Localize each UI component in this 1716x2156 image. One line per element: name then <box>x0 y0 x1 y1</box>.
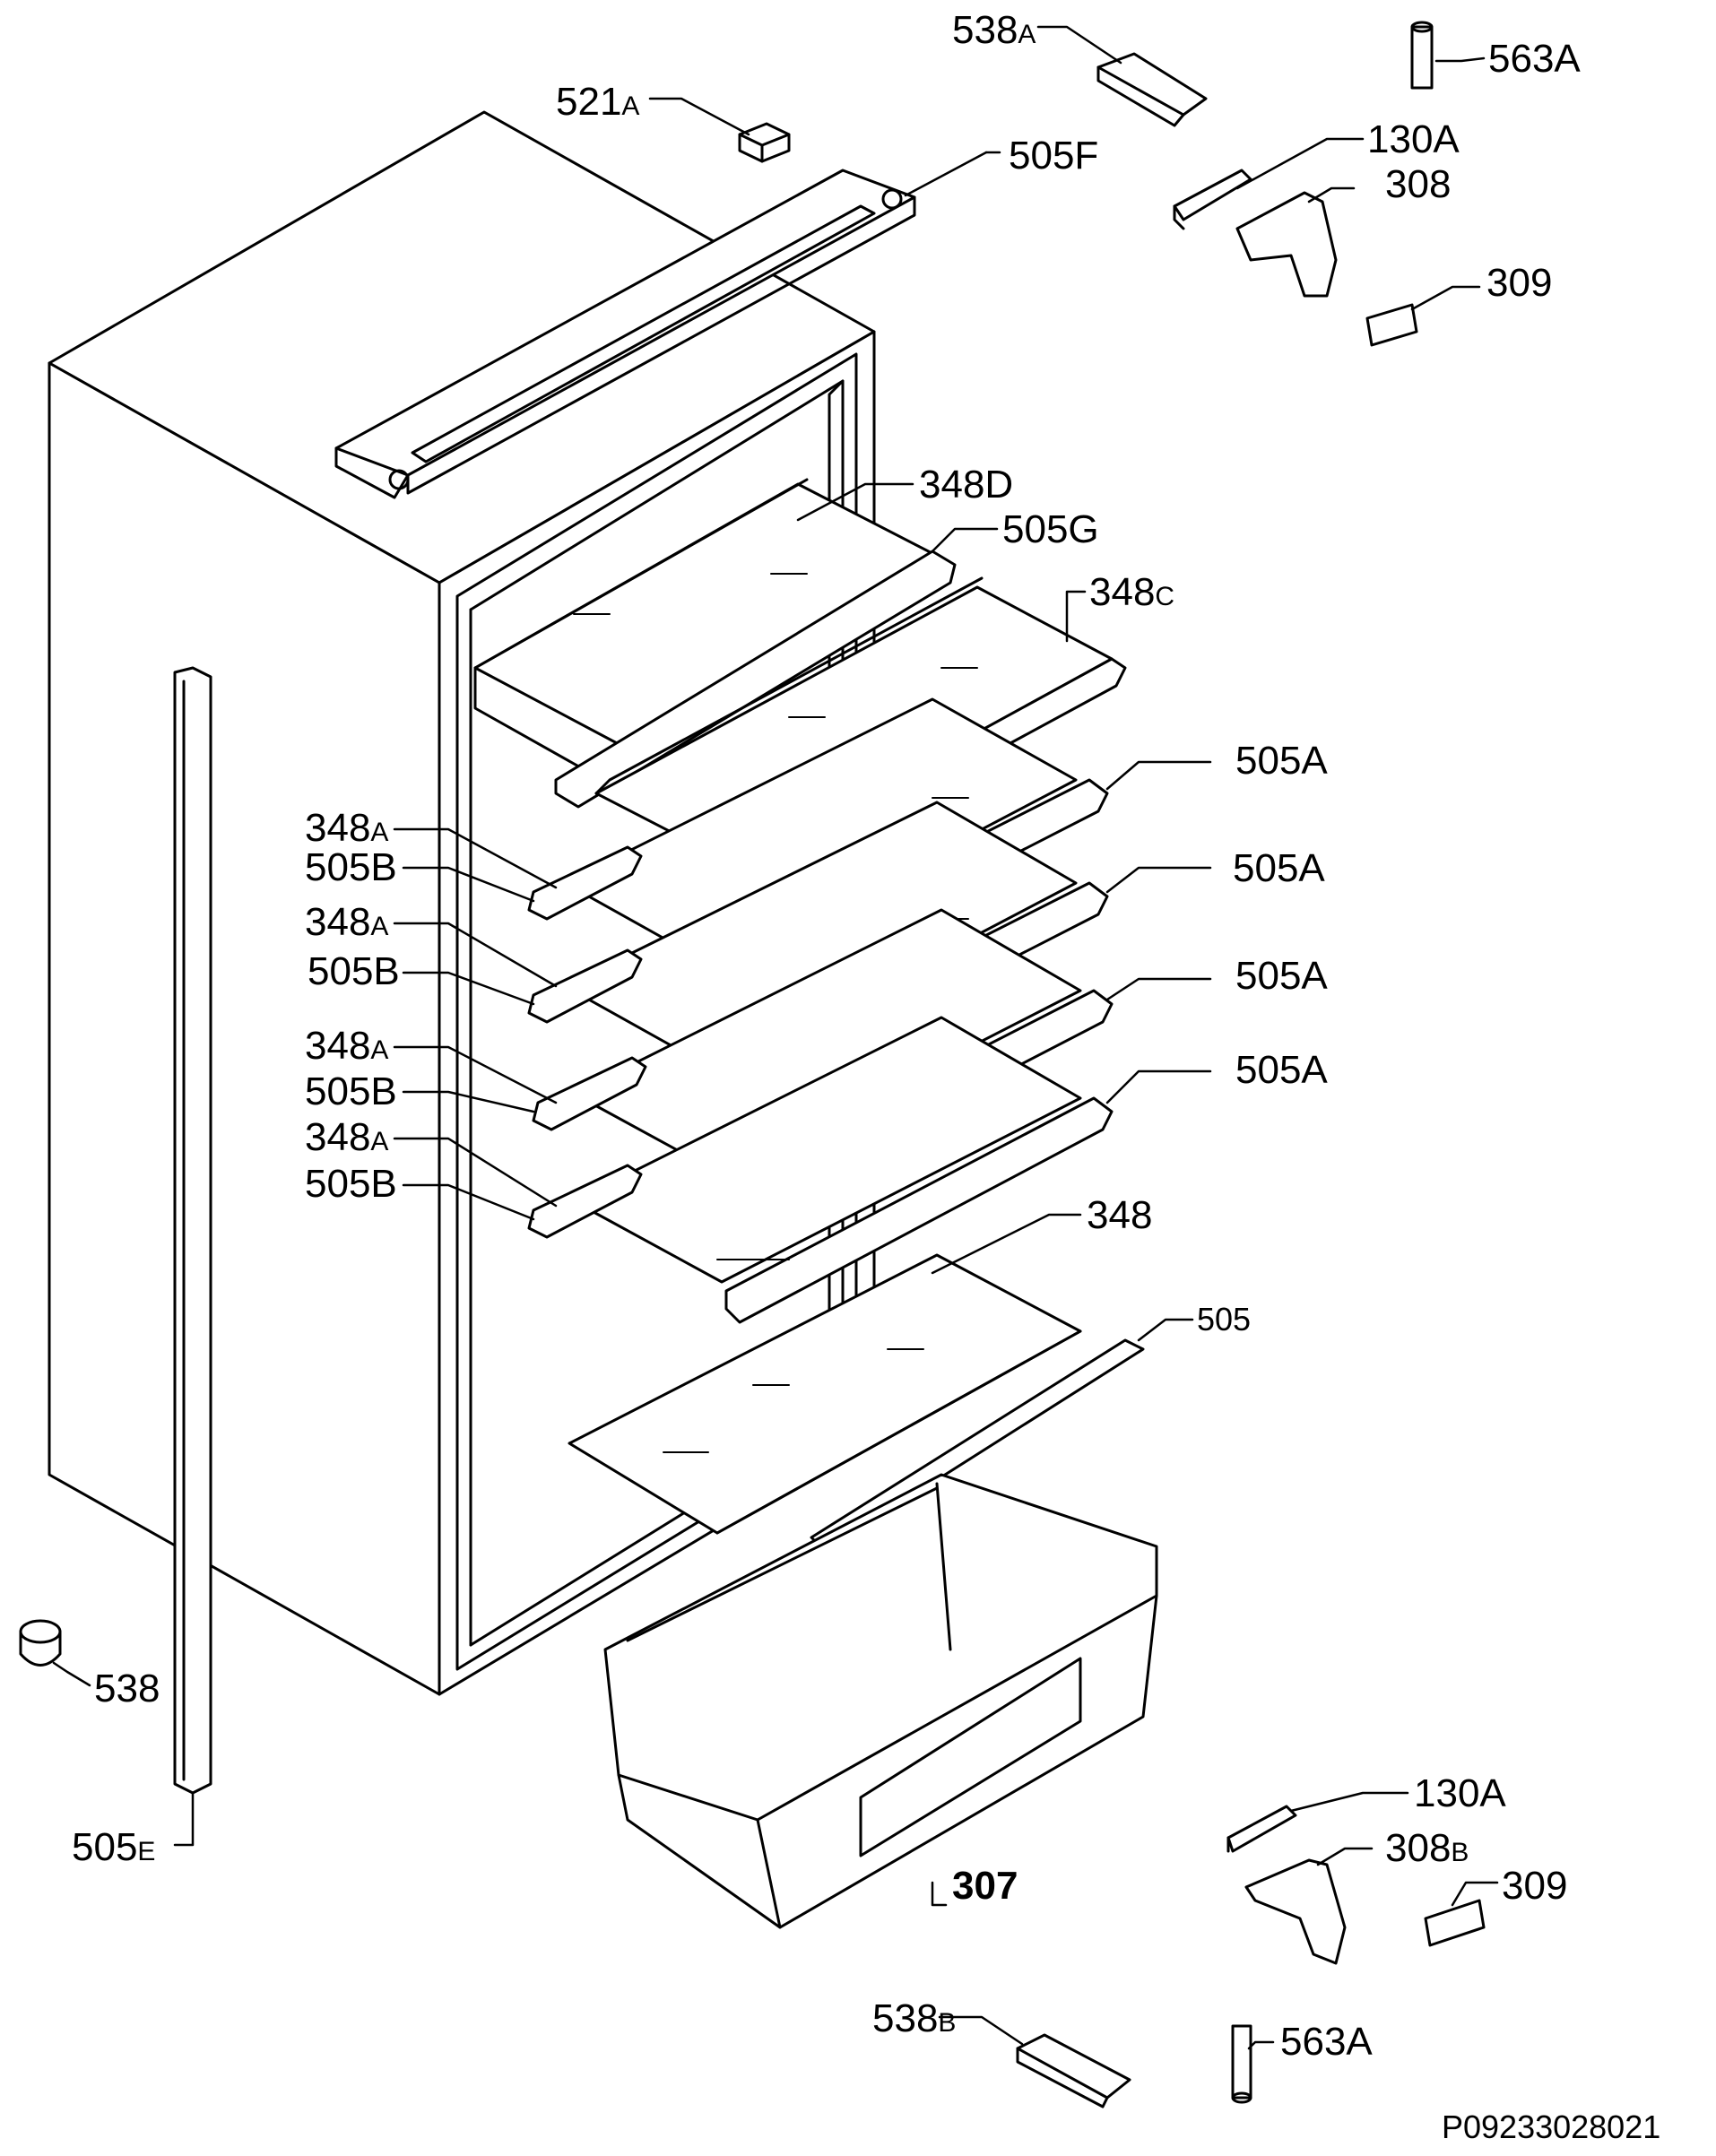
label-130a-top: 130A <box>1367 117 1460 161</box>
foot-538 <box>19 1619 62 1667</box>
label-505a-4: 505A <box>1235 1048 1328 1092</box>
plate-130a-top <box>1173 169 1252 230</box>
label-505e: 505E <box>72 1825 155 1869</box>
shim-309-bottom <box>1424 1899 1486 1947</box>
label-348c: 348C <box>1089 570 1174 614</box>
label-307: 307 <box>952 1864 1018 1908</box>
label-309-top: 309 <box>1486 261 1552 305</box>
label-348a-4: 348A <box>305 1115 388 1159</box>
label-505a-3: 505A <box>1235 954 1328 998</box>
label-309-bottom: 309 <box>1502 1864 1567 1908</box>
label-348a-1: 348A <box>305 806 388 850</box>
label-505b-1: 505B <box>305 845 397 889</box>
label-505b-3: 505B <box>305 1069 397 1113</box>
label-348a-3: 348A <box>305 1024 388 1068</box>
door-trim-505e <box>173 666 212 1795</box>
cap-521a <box>738 122 791 163</box>
label-130a-bottom: 130A <box>1414 1771 1506 1815</box>
label-348a-2: 348A <box>305 900 388 944</box>
label-505b-2: 505B <box>308 949 400 993</box>
hinge-cover-538a <box>1096 52 1208 127</box>
label-308b: 308B <box>1385 1826 1469 1870</box>
pin-563a-top <box>1410 21 1434 90</box>
shelf-348d <box>473 478 948 791</box>
label-521a: 521A <box>556 80 639 124</box>
hinge-308 <box>1235 191 1338 298</box>
plate-130a-bottom <box>1226 1805 1297 1853</box>
shelf-348 <box>568 1253 1082 1535</box>
pin-563a-bottom <box>1231 2024 1252 2104</box>
label-538a: 538A <box>952 8 1036 52</box>
label-505b-4: 505B <box>305 1162 397 1206</box>
reference-code: P09233028021 <box>1442 2108 1660 2145</box>
hinge-308b <box>1244 1858 1347 1965</box>
label-563a-bottom: 563A <box>1280 2020 1373 2064</box>
label-538b: 538B <box>872 1996 956 2040</box>
hinge-cover-538b <box>1016 2033 1131 2108</box>
label-505g: 505G <box>1002 507 1099 551</box>
callout-labels: 538A 563A 521A 505F 130A 308 309 348D 50… <box>72 8 1660 2145</box>
label-538: 538 <box>94 1667 160 1710</box>
label-505f: 505F <box>1009 134 1098 178</box>
drawer-307 <box>603 1473 1158 1929</box>
leader-lines <box>52 25 1499 2050</box>
shelf-348a-4 <box>527 1016 1114 1324</box>
label-505: 505 <box>1197 1301 1251 1338</box>
top-rail-505f <box>334 169 916 499</box>
label-348d: 348D <box>919 463 1013 507</box>
label-348: 348 <box>1087 1193 1152 1237</box>
shim-309-top <box>1365 303 1418 347</box>
label-563a-top: 563A <box>1488 37 1581 81</box>
label-308: 308 <box>1385 162 1451 206</box>
label-505a-1: 505A <box>1235 739 1328 783</box>
label-505a-2: 505A <box>1233 846 1325 890</box>
